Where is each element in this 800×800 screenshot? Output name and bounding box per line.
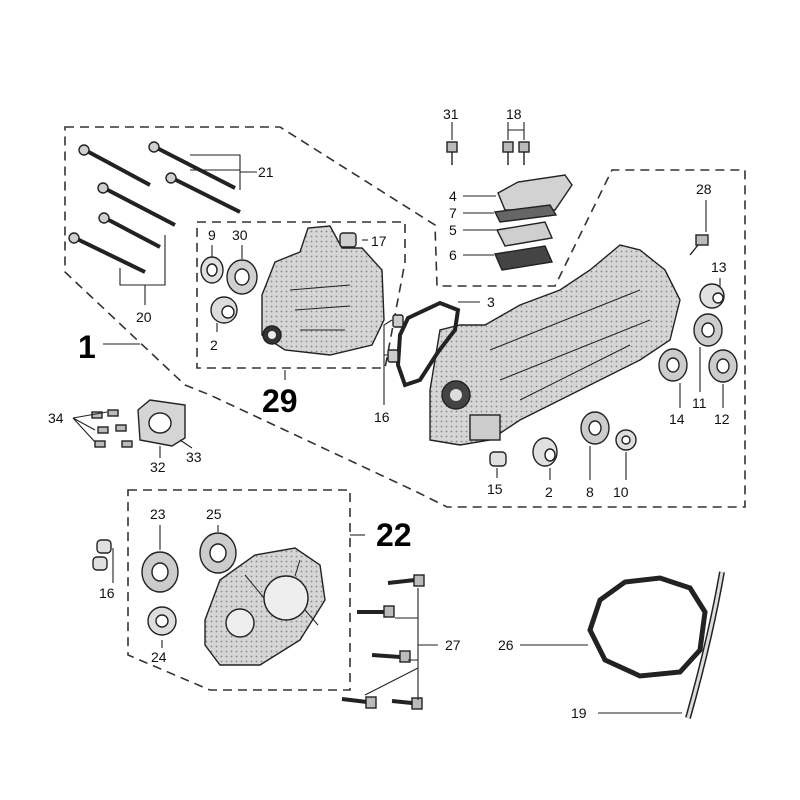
label-16-upper: 16 xyxy=(374,409,390,425)
label-26: 26 xyxy=(498,637,514,653)
gasket-6 xyxy=(493,245,554,271)
cylinder-studs xyxy=(68,141,241,274)
bearing-14 xyxy=(658,348,688,382)
label-18: 18 xyxy=(506,106,522,122)
bearing-11 xyxy=(693,313,723,347)
label-2-right: 2 xyxy=(545,484,553,500)
leader-20 xyxy=(119,235,166,305)
label-9: 9 xyxy=(208,227,216,243)
label-11: 11 xyxy=(692,395,707,411)
screws-27 xyxy=(341,574,425,710)
leaders-11-14-12 xyxy=(679,347,724,408)
gasket-3 xyxy=(395,300,461,388)
clutch-cover-22 xyxy=(204,547,326,666)
label-15: 15 xyxy=(487,481,503,497)
leader-29-group xyxy=(211,239,368,380)
cylinder-block-32 xyxy=(137,399,186,447)
crankcase-group-outline xyxy=(64,126,746,508)
label-13: 13 xyxy=(711,259,727,275)
bearing-25 xyxy=(199,532,237,574)
label-31: 31 xyxy=(443,106,459,122)
leaders-2-8-10-15 xyxy=(496,446,627,480)
reed-block-5 xyxy=(495,221,554,247)
group-label-22: 22 xyxy=(376,517,412,553)
group-label-1: 1 xyxy=(78,329,96,365)
gasket-7 xyxy=(493,204,558,223)
bolt-28 xyxy=(689,234,709,256)
bearing-30 xyxy=(226,259,258,295)
label-19: 19 xyxy=(571,705,587,721)
plug-17 xyxy=(339,232,357,248)
label-32: 32 xyxy=(150,459,166,475)
group-label-29: 29 xyxy=(262,383,298,419)
label-20: 20 xyxy=(136,309,152,325)
leader-16-upper xyxy=(383,319,393,405)
label-17: 17 xyxy=(371,233,387,249)
leader-27 xyxy=(364,588,438,700)
label-4: 4 xyxy=(449,188,457,204)
clutch-cover-group-outline xyxy=(127,489,351,691)
leader-34 xyxy=(72,411,108,443)
label-25: 25 xyxy=(206,506,222,522)
label-34: 34 xyxy=(48,410,64,426)
label-14: 14 xyxy=(669,411,685,427)
label-12: 12 xyxy=(714,411,730,427)
label-7: 7 xyxy=(449,205,457,221)
label-16-lower: 16 xyxy=(99,585,115,601)
leader-32-33 xyxy=(159,439,193,458)
bearing-23 xyxy=(141,551,179,593)
bolt-31 xyxy=(446,141,458,165)
crankcase-main xyxy=(429,244,681,446)
leader-21 xyxy=(190,154,257,190)
leader-18 xyxy=(507,122,525,140)
gasket-26 xyxy=(587,575,708,679)
label-8: 8 xyxy=(586,484,594,500)
label-30: 30 xyxy=(232,227,248,243)
bolts-18 xyxy=(502,141,530,165)
label-6: 6 xyxy=(449,247,457,263)
label-10: 10 xyxy=(613,484,629,500)
reed-intake-4 xyxy=(497,174,573,211)
label-33: 33 xyxy=(186,449,202,465)
label-27: 27 xyxy=(445,637,461,653)
dowels-16-lower xyxy=(92,539,112,571)
seal-24 xyxy=(147,606,177,636)
leaders-23-25-24 xyxy=(159,525,219,648)
bushing-2-right xyxy=(532,437,558,467)
label-3: 3 xyxy=(487,294,495,310)
seal-10 xyxy=(615,429,637,451)
hose-19 xyxy=(685,571,725,719)
bearing-8 xyxy=(580,411,610,445)
leaders-4-7 xyxy=(463,195,496,256)
label-23: 23 xyxy=(150,506,166,522)
bearing-12 xyxy=(708,349,738,383)
cylinder-half-crankcase xyxy=(261,225,385,356)
label-28: 28 xyxy=(696,181,712,197)
label-24: 24 xyxy=(151,649,167,665)
screws-34 xyxy=(91,409,133,448)
dowel-15 xyxy=(489,451,507,467)
bushing-2-left xyxy=(210,296,238,324)
label-5: 5 xyxy=(449,222,457,238)
bushing-13 xyxy=(699,283,725,309)
dowel-16-upper xyxy=(387,314,404,363)
label-21: 21 xyxy=(258,164,274,180)
bearing-9 xyxy=(200,256,224,284)
label-2-left: 2 xyxy=(210,337,218,353)
